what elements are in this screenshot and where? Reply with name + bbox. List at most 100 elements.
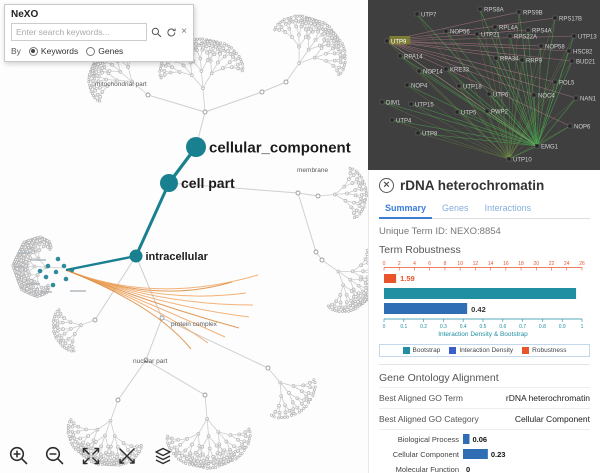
gene-node[interactable]: RPS17B <box>552 15 582 23</box>
gene-node-label: NOP58 <box>545 45 565 51</box>
tree-node[interactable] <box>63 276 69 282</box>
tree-node-cellular-component[interactable] <box>186 137 206 157</box>
svg-text:0.4: 0.4 <box>460 324 467 330</box>
tree-node[interactable] <box>61 263 67 269</box>
fit-view-button[interactable] <box>80 445 102 467</box>
svg-text:24: 24 <box>564 261 570 267</box>
gene-node[interactable]: POL5 <box>552 79 575 87</box>
gene-node[interactable]: NOP58 <box>538 43 565 51</box>
svg-text:0.3: 0.3 <box>440 324 447 330</box>
gene-node[interactable]: NOC4 <box>531 92 555 100</box>
layers-button[interactable] <box>152 445 174 467</box>
svg-text:10: 10 <box>457 261 463 267</box>
gene-node[interactable]: KRE33 <box>443 66 470 74</box>
svg-text:Molecular Function: Molecular Function <box>396 465 459 473</box>
gene-node[interactable]: NOP14 <box>416 68 443 76</box>
tree-node[interactable] <box>53 269 59 275</box>
gene-node-label: UTP8 <box>422 132 438 138</box>
zoom-in-icon <box>9 446 28 465</box>
tree-node-label: cell part <box>181 175 235 191</box>
go-bar-cellular-component <box>463 449 488 459</box>
tree-node-intracellular[interactable] <box>129 249 143 263</box>
collapse-view-icon <box>119 448 135 464</box>
gene-node[interactable]: UTP15 <box>408 101 434 109</box>
gene-node[interactable]: BUD21 <box>569 58 596 66</box>
gene-node[interactable]: RPL4A <box>492 24 518 32</box>
svg-text:0.23: 0.23 <box>491 450 506 459</box>
gene-node-label: KRE33 <box>450 68 470 74</box>
gene-node[interactable]: EMG1 <box>534 143 559 151</box>
tree-node-label: membrane <box>297 167 328 174</box>
gene-node-label: NOP14 <box>423 70 443 76</box>
gene-node[interactable]: UTP4 <box>389 117 412 125</box>
gene-node[interactable]: UTP9 <box>384 36 411 46</box>
svg-text:2: 2 <box>398 261 401 267</box>
zoom-out-button[interactable] <box>44 445 66 467</box>
gene-node[interactable]: DIM1 <box>379 99 401 107</box>
gene-node[interactable]: NOP56 <box>443 28 470 36</box>
gene-node[interactable]: RRP9 <box>519 57 543 65</box>
gene-node[interactable]: NOP6 <box>567 123 591 131</box>
svg-text:14: 14 <box>488 261 494 267</box>
bottom-axis-title: Interaction Density & Bootstrap <box>438 331 528 338</box>
tree-node[interactable] <box>69 267 75 273</box>
gene-node[interactable]: UTP21 <box>474 31 500 39</box>
gene-network-canvas[interactable]: UTP7 RPS8A RPS9B RPS17B UTP13 RPL4A RPS4A NOP56… <box>368 0 600 170</box>
tree-node[interactable] <box>45 263 51 269</box>
gene-node[interactable]: RPA14 <box>397 53 423 61</box>
gene-node[interactable]: PWP2 <box>484 108 509 116</box>
close-search-icon[interactable]: × <box>181 26 187 37</box>
gene-node[interactable]: UTP10 <box>506 156 532 164</box>
alignment-value: Cellular Component <box>514 414 590 424</box>
radio-icon <box>86 46 96 56</box>
search-icon[interactable] <box>151 27 162 38</box>
gene-node[interactable]: UTP18 <box>456 83 482 91</box>
section-divider <box>379 364 590 365</box>
tree-node[interactable] <box>37 268 43 274</box>
tree-node-cell-part[interactable] <box>160 174 178 192</box>
tab-interactions[interactable]: Interactions <box>484 203 532 213</box>
gene-node[interactable]: RPS4A <box>525 27 552 35</box>
search-mode-radio-genes[interactable]: Genes <box>86 46 123 56</box>
gene-node-label: NOP4 <box>411 84 428 90</box>
tree-node[interactable] <box>55 256 61 262</box>
gene-network-panel[interactable]: UTP7 RPS8A RPS9B RPS17B UTP13 RPL4A RPS4A NOP56… <box>368 0 600 170</box>
tab-genes[interactable]: Genes <box>442 203 469 213</box>
search-mode-radio-keywords[interactable]: Keywords <box>28 46 78 56</box>
gene-node[interactable]: NAN1 <box>573 95 597 103</box>
reset-icon[interactable] <box>166 27 177 38</box>
close-details-button[interactable]: × <box>379 178 394 193</box>
gene-node-label: RPL4A <box>499 26 518 32</box>
details-header: × rDNA heterochromatin <box>379 178 590 193</box>
gene-node[interactable]: UTP6 <box>486 91 509 99</box>
gene-node-label: RPS9B <box>523 11 543 17</box>
svg-text:1.59: 1.59 <box>400 274 415 283</box>
collapse-view-button[interactable] <box>116 445 138 467</box>
gene-node-label: RPS22A <box>514 35 537 41</box>
gene-node[interactable]: UTP8 <box>415 130 438 138</box>
gene-node[interactable]: UTP13 <box>571 33 597 41</box>
gene-node[interactable]: NOP4 <box>404 82 428 90</box>
search-input[interactable] <box>11 23 148 41</box>
gene-node[interactable]: RPS22A <box>507 33 537 41</box>
zoom-out-icon <box>45 446 64 465</box>
gene-node[interactable]: HSC82 <box>566 48 593 56</box>
gene-node[interactable]: RPS8A <box>477 6 504 14</box>
zoom-in-button[interactable] <box>8 445 30 467</box>
alignment-value: rDNA heterochromatin <box>505 393 590 403</box>
gene-node[interactable]: RPS9B <box>516 9 543 17</box>
gene-node[interactable]: RPA34 <box>493 55 519 63</box>
gene-node[interactable]: UTP5 <box>454 109 477 117</box>
tree-node[interactable] <box>43 274 49 280</box>
radio-label: Genes <box>98 46 124 56</box>
gene-node[interactable]: UTP7 <box>414 11 437 19</box>
tab-summary[interactable]: Summary <box>379 200 433 219</box>
legend-swatch-icon <box>522 347 530 354</box>
tree-node[interactable] <box>50 282 56 288</box>
